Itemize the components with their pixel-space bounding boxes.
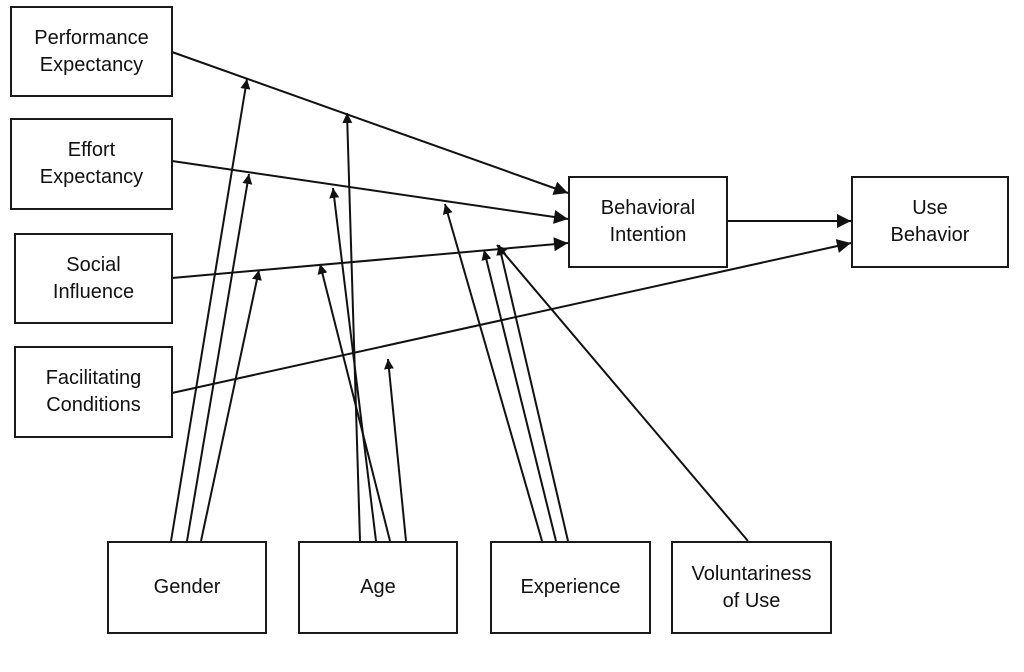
node-label: Behavioral Intention <box>600 197 696 246</box>
moderator-edge-exp-to-ee-bi <box>442 203 543 542</box>
moderator-edge-gender-to-pe-bi <box>170 78 251 542</box>
moderator-edge-gender-to-si-bi <box>200 269 262 542</box>
node-age: Age <box>298 541 458 634</box>
edge-pe-to-bi <box>171 51 569 195</box>
moderator-edge-age-to-fc-ub <box>384 358 407 542</box>
node-label: Gender <box>153 576 221 598</box>
node-label: Voluntariness of Use <box>691 562 812 612</box>
moderator-edge-exp-to-si-bi <box>481 249 557 542</box>
node-social-influence: Social Influence <box>14 233 173 324</box>
node-label: Experience <box>520 576 621 598</box>
node-label: Age <box>360 576 396 598</box>
node-gender: Gender <box>107 541 267 634</box>
node-label: Facilitating Conditions <box>45 367 142 416</box>
node-behavioral-intention: Behavioral Intention <box>568 176 728 268</box>
node-performance-expectancy: Performance Expectancy <box>10 6 173 97</box>
node-facilitating-conditions: Facilitating Conditions <box>14 346 173 438</box>
node-voluntariness-of-use: Voluntariness of Use <box>671 541 832 634</box>
node-label: Social Influence <box>52 253 135 303</box>
node-effort-expectancy: Effort Expectancy <box>10 118 173 210</box>
node-use-behavior: Use Behavior <box>851 176 1009 268</box>
moderator-edge-age-to-ee-bi <box>329 187 377 542</box>
moderator-edge-vol-to-si-bi <box>496 244 749 542</box>
node-label: Performance Expectancy <box>34 26 149 76</box>
moderator-edge-age-to-si-bi <box>317 263 391 542</box>
moderator-edge-age-to-pe-bi <box>342 112 361 542</box>
node-experience: Experience <box>490 541 651 634</box>
node-label: Effort Expectancy <box>39 139 144 188</box>
node-label: Use Behavior <box>890 197 970 246</box>
edge-fc-to-ub <box>171 239 852 394</box>
moderator-edge-exp-to-fc-ub <box>496 244 569 542</box>
moderator-edge-gender-to-ee-bi <box>186 173 253 542</box>
edge-ee-to-bi <box>171 160 569 224</box>
